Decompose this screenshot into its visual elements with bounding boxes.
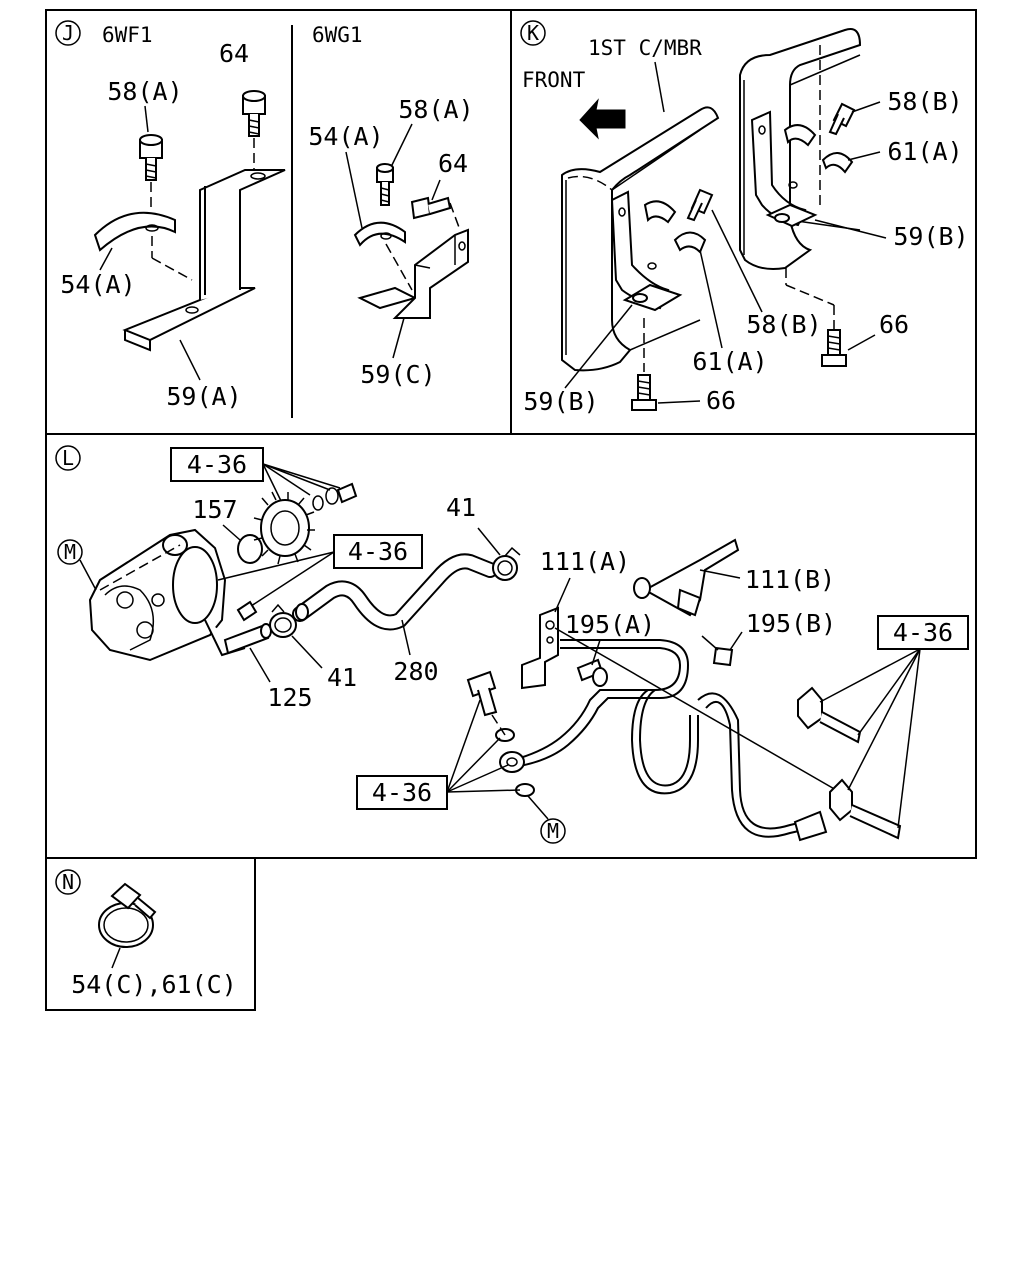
clamp-54a-left xyxy=(93,211,193,281)
bracket-111b xyxy=(633,538,740,617)
label-111a: 111(A) xyxy=(540,547,630,576)
variant-6wf1: 6WF1 xyxy=(102,23,153,47)
clamp-61a-right xyxy=(783,124,854,174)
pipe-assembly xyxy=(499,627,851,842)
panel-n-letter: N xyxy=(62,870,74,894)
label-59c: 59(C) xyxy=(360,360,435,389)
power-steering-pump xyxy=(88,528,246,662)
hose-clamp-41-upper xyxy=(492,546,521,581)
panel-l-letter: L xyxy=(62,446,74,470)
label-59b-right: 59(B) xyxy=(893,222,968,251)
label-157: 157 xyxy=(192,495,237,524)
label-59b-left: 59(B) xyxy=(523,387,598,416)
bracket-59b-left xyxy=(610,190,683,312)
bolt-58a-left xyxy=(139,134,163,212)
ref-box-bottom xyxy=(356,775,448,810)
ref-4-36-right: 4-36 xyxy=(893,618,953,647)
label-58a-right: 58(A) xyxy=(398,95,473,124)
panel-k-letter: K xyxy=(527,21,539,45)
panel-n-marker xyxy=(55,869,81,895)
bracket-59b-right xyxy=(750,110,818,228)
clamp-54a-right xyxy=(353,221,413,291)
bolt-66-bottom xyxy=(631,318,657,411)
variant-6wg1: 6WG1 xyxy=(312,23,363,47)
ref-4-36-bottom: 4-36 xyxy=(372,778,432,807)
label-125: 125 xyxy=(267,683,312,712)
label-64-top: 64 xyxy=(219,39,249,68)
hose-clamp-41-lower xyxy=(269,603,297,638)
label-54a-left: 54(A) xyxy=(60,270,135,299)
panel-n: N 54(C),61(C) xyxy=(55,869,237,999)
hose-280 xyxy=(292,553,498,631)
crossmember-left xyxy=(561,106,720,372)
panel-k: K 1ST C/MBR FRONT xyxy=(520,20,969,416)
bolt-64-right xyxy=(410,196,461,231)
fitting-125 xyxy=(223,600,272,655)
pipe-clip-upper xyxy=(797,686,862,744)
label-58a-left: 58(A) xyxy=(107,77,182,106)
panel-j: J 6WF1 6WG1 xyxy=(55,20,474,411)
hose-clamp-54c-61c xyxy=(98,882,157,948)
marker-m-left xyxy=(57,539,83,565)
marker-m-bottom xyxy=(540,818,566,844)
label-58b-top: 58(B) xyxy=(887,87,962,116)
panel-j-marker xyxy=(55,20,81,46)
label-1st-crossmember: 1ST C/MBR xyxy=(588,36,702,60)
label-61a-mid: 61(A) xyxy=(692,347,767,376)
panel-l: L 4-36 157 xyxy=(55,445,969,844)
bolt-64-top xyxy=(242,90,266,170)
ref-box-mid xyxy=(333,534,423,569)
label-54c-61c: 54(C),61(C) xyxy=(71,970,237,999)
bolt-58a-right xyxy=(376,163,394,206)
banjo-bolt xyxy=(466,670,535,797)
ref-4-36-mid: 4-36 xyxy=(348,537,408,566)
label-66-bottom: 66 xyxy=(706,386,736,415)
bolt-195b xyxy=(701,635,734,667)
bolt-66-right xyxy=(785,268,847,367)
label-111b: 111(B) xyxy=(745,565,835,594)
label-54a-right: 54(A) xyxy=(308,122,383,151)
label-58b-mid: 58(B) xyxy=(746,310,821,339)
bracket-111a xyxy=(521,606,559,690)
front-arrow-icon xyxy=(579,98,626,140)
label-41-upper: 41 xyxy=(446,493,476,522)
label-front: FRONT xyxy=(522,68,586,92)
bolt-58b-mid xyxy=(686,188,714,222)
bracket-59c xyxy=(357,228,469,319)
ref-4-36-top: 4-36 xyxy=(187,450,247,479)
o-ring-157 xyxy=(237,534,263,564)
bolt-195a xyxy=(576,658,608,687)
label-195a: 195(A) xyxy=(565,610,655,639)
ref-box-right xyxy=(877,615,969,650)
marker-m-left-letter: M xyxy=(64,540,76,564)
marker-m-bottom-letter: M xyxy=(547,819,559,843)
label-195b: 195(B) xyxy=(746,609,836,638)
label-66-right: 66 xyxy=(879,310,909,339)
label-61a-top: 61(A) xyxy=(887,137,962,166)
label-64-right: 64 xyxy=(438,149,468,178)
drive-gear xyxy=(253,482,358,565)
bracket-59a xyxy=(122,169,286,352)
panel-frames xyxy=(45,9,977,1011)
label-280: 280 xyxy=(393,657,438,686)
label-59a: 59(A) xyxy=(166,382,241,411)
panel-k-marker xyxy=(520,20,546,46)
panel-j-letter: J xyxy=(62,21,74,45)
panel-l-marker xyxy=(55,445,81,471)
bolt-58b-top xyxy=(828,102,856,136)
pipe-clip-lower xyxy=(829,778,902,840)
label-41-lower: 41 xyxy=(327,663,357,692)
